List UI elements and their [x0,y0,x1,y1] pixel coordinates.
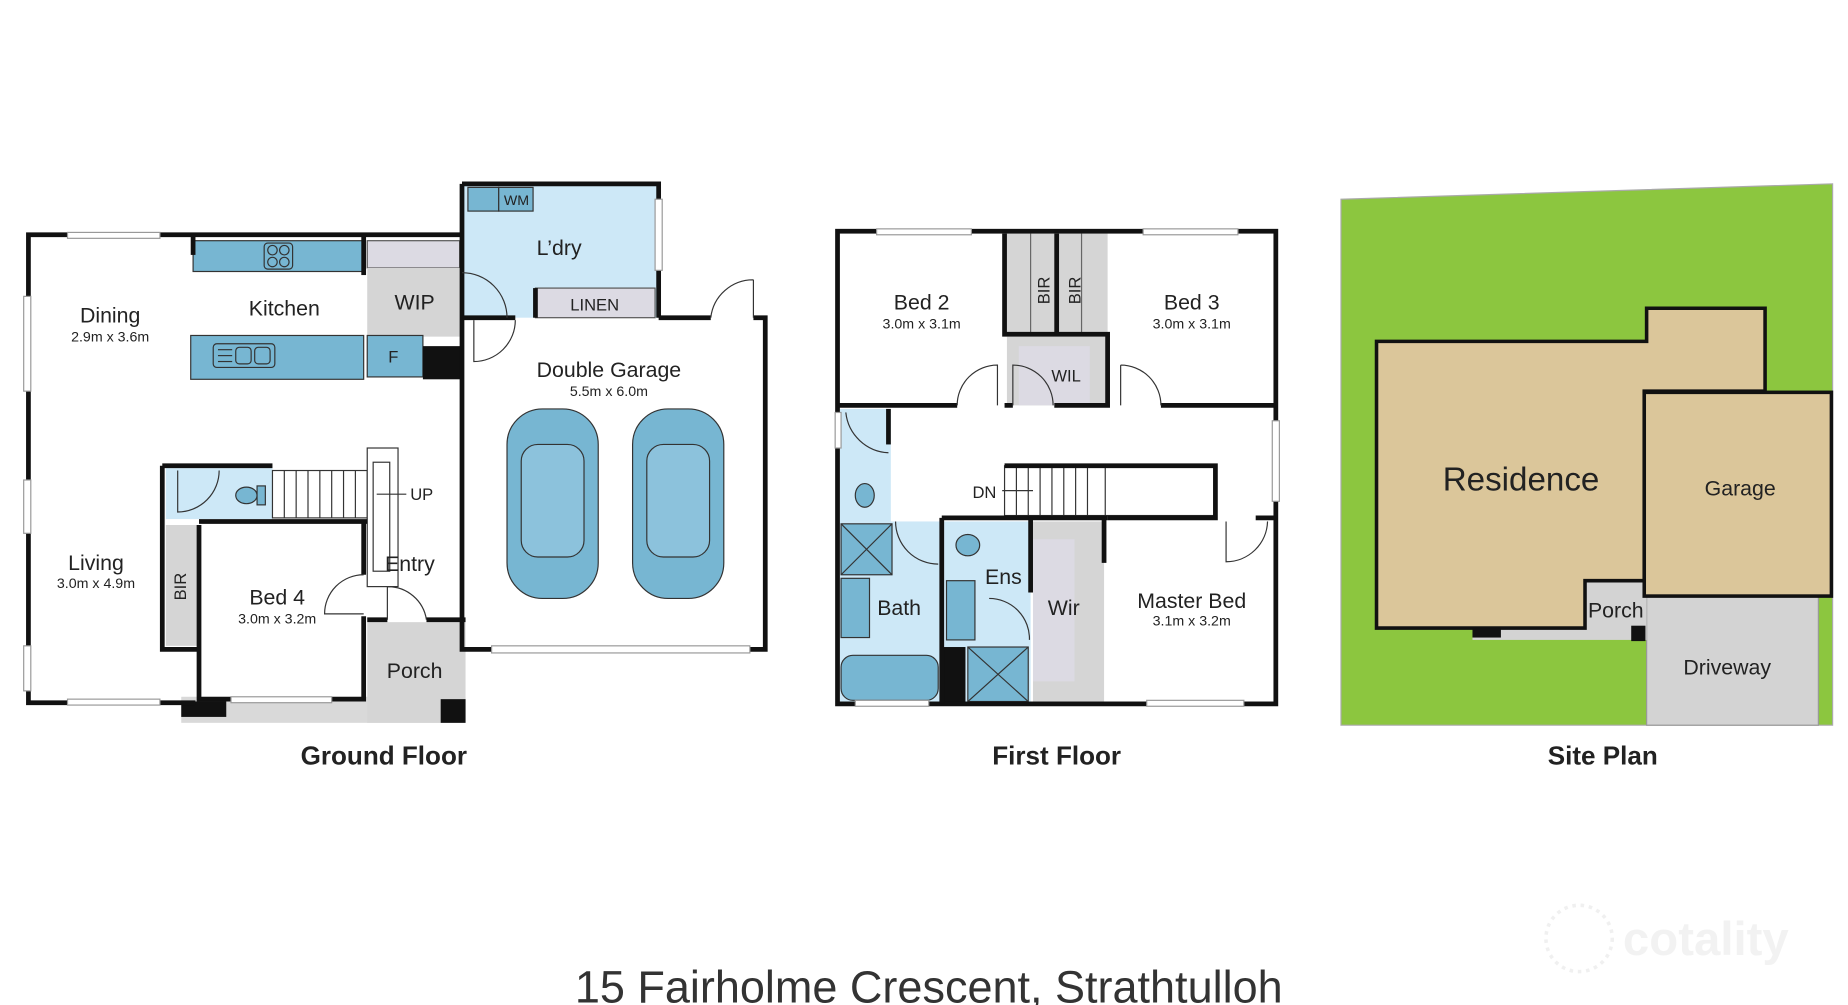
room-size-master-bed: 3.1m x 3.2m [1153,614,1231,630]
room-label-laundry: L’dry [537,236,582,260]
room-size-bed4: 3.0m x 3.2m [238,611,316,627]
washing-machine-icon [498,186,534,212]
room-label-dining: Dining [80,303,140,327]
bir-cupboard [165,525,200,646]
pillar [440,699,466,723]
room-label-bir: BIR [171,573,190,601]
watermark-logo: cotality [1544,903,1790,974]
stairs-down-label: DN [972,483,996,502]
room-label-wip: WIP [394,290,434,314]
wir-shelf [1032,539,1075,682]
ground-floor-caption: Ground Floor [301,740,467,770]
vanity-icon [840,577,871,639]
room-label-porch: Porch [387,659,443,683]
fridge-space [366,334,424,378]
sink-icon [212,343,276,369]
car-icon [631,408,725,600]
first-floor-plan: Bed 2 3.0m x 3.1m Bed 3 3.0m x 3.1m BIR … [834,228,1280,770]
bathtub-icon [840,654,939,701]
toilet-icon [235,486,258,505]
site-label-residence: Residence [1443,462,1600,499]
driveway [1646,595,1819,726]
room-label-bir-left: BIR [1035,277,1054,305]
room-label-wir: Wir [1048,596,1080,620]
toilet-icon [854,482,875,508]
wip-shelf [366,240,461,269]
pillar [1472,628,1501,638]
room-label-kitchen: Kitchen [249,296,320,320]
watermark-text: cotality [1623,913,1790,966]
room-size-dining: 2.9m x 3.6m [71,329,149,345]
label-washing-machine: WM [504,193,529,209]
room-label-fridge: F [388,348,398,367]
room-label-bath: Bath [877,596,921,620]
room-label-living: Living [68,551,124,575]
toilet-cistern [256,485,266,506]
room-label-wil: WIL [1051,367,1080,386]
toilet-icon [955,533,981,557]
site-label-garage: Garage [1705,476,1776,500]
site-plan-caption: Site Plan [1548,740,1658,770]
wip-area [367,267,462,337]
car-icon [506,408,599,600]
room-label-bir-right: BIR [1065,277,1084,305]
room-label-bed3: Bed 3 [1164,290,1220,314]
pillar [181,701,227,717]
first-floor-caption: First Floor [992,740,1121,770]
doors [845,364,1269,640]
kitchen-island [190,334,365,380]
room-label-bed2: Bed 2 [894,290,950,314]
cooktop-icon [263,242,294,270]
room-label-linen: LINEN [570,296,619,315]
stairs [1002,465,1217,517]
vanity-icon [945,580,976,641]
site-plan: Residence Garage Porch Driveway Site Pla… [1340,183,1834,770]
room-label-entry: Entry [385,552,435,576]
room-size-living: 3.0m x 4.9m [57,576,135,592]
room-size-garage: 5.5m x 6.0m [570,384,648,400]
wall-block [941,647,966,704]
room-label-garage: Double Garage [537,358,682,382]
wil-shelf [1018,346,1090,406]
room-label-ens: Ens [985,565,1022,589]
room-label-master-bed: Master Bed [1137,589,1246,613]
tub-icon [467,186,500,212]
site-label-porch: Porch [1588,598,1644,622]
stairs-up-label: UP [410,485,433,504]
pillar [1631,625,1646,642]
room-label-bed4: Bed 4 [249,585,305,609]
kitchen-bench [192,240,365,273]
stairs [271,447,407,588]
room-size-bed2: 3.0m x 3.1m [883,316,961,332]
garage-footprint [1642,390,1834,598]
windows [834,228,1280,707]
site-label-driveway: Driveway [1683,655,1771,679]
windows [23,198,751,706]
doors [177,272,755,620]
wall-block [422,346,462,380]
property-address: 15 Fairholme Crescent, Strathtulloh [575,961,1283,1005]
ground-floor-plan: Dining 2.9m x 3.6m Kitchen WIP F L’dry W… [23,181,768,770]
room-size-bed3: 3.0m x 3.1m [1153,316,1231,332]
